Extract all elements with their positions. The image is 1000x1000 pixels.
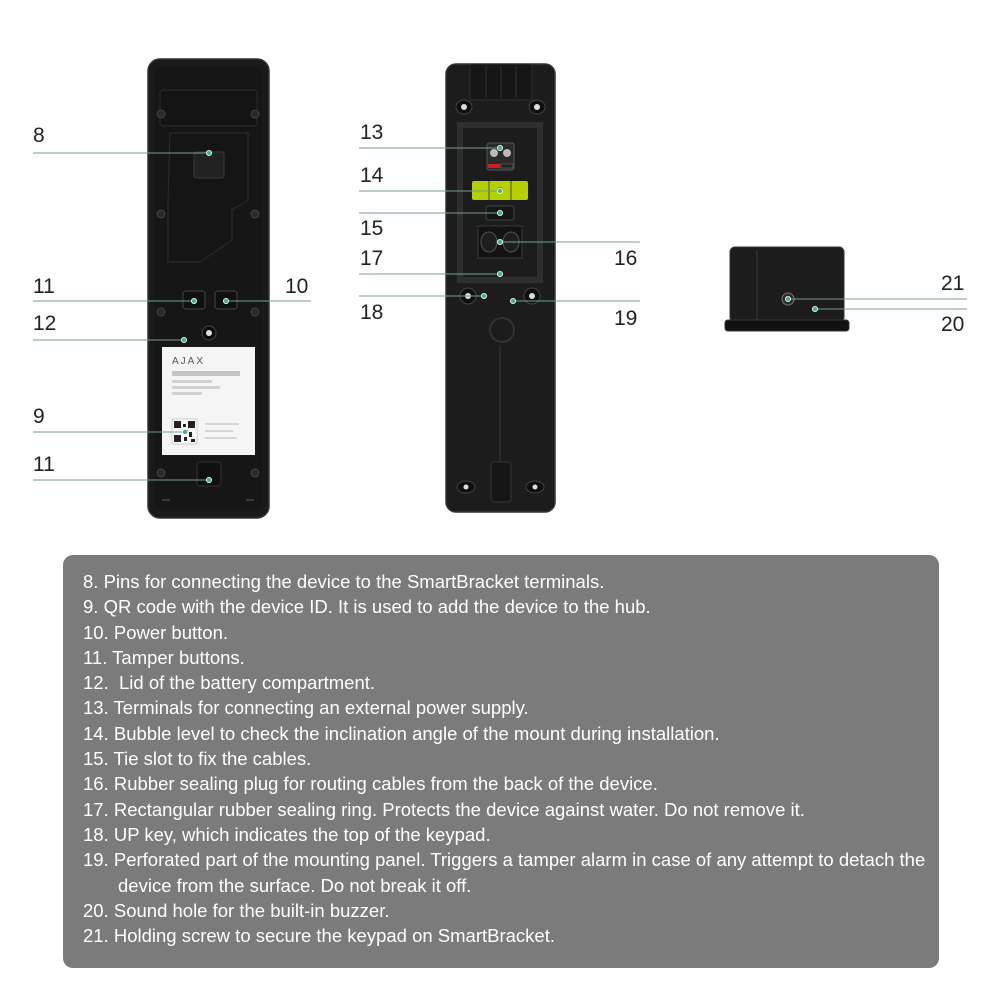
callout-16: 16 [614,247,638,270]
legend-item-9: 9. QR code with the device ID. It is use… [83,596,651,618]
keypad-back-view: AJAX [147,58,270,519]
legend-item-15: 15. Tie slot to fix the cables. [83,748,312,770]
callout-11-top: 11 [33,275,55,298]
callout-19: 19 [614,307,638,330]
leader-lines [33,147,967,481]
callout-21: 21 [941,272,965,295]
smartbracket-view [445,63,556,513]
callout-dots [180,144,819,483]
legend-item-16: 16. Rubber sealing plug for routing cabl… [83,773,658,795]
callout-10: 10 [285,275,309,298]
callout-8: 8 [33,124,45,147]
legend-item-17: 17. Rectangular rubber sealing ring. Pro… [83,798,805,820]
device-diagram: AJAX [33,58,967,519]
legend-item-18: 18. UP key, which indicates the top of t… [83,823,491,845]
callout-20: 20 [941,313,965,336]
callout-13: 13 [360,121,384,144]
callout-9: 9 [33,405,45,428]
legend-list: 8. Pins for connecting the device to the… [83,569,939,948]
callout-17: 17 [360,247,384,270]
keypad-bottom-view [724,246,850,332]
callout-18: 18 [360,301,384,324]
callout-12: 12 [33,312,57,335]
legend-panel: 8. Pins for connecting the device to the… [63,555,939,968]
callout-15: 15 [360,217,384,240]
brand-logo: AJAX [172,356,205,367]
legend-item-19: 19. Perforated part of the mounting pane… [83,849,931,896]
callout-14: 14 [360,164,384,187]
legend-item-13: 13. Terminals for connecting an external… [83,697,529,719]
callout-11-bottom: 11 [33,453,55,476]
legend-item-12: 12. Lid of the battery compartment. [83,672,376,694]
legend-item-21: 21. Holding screw to secure the keypad o… [83,925,555,947]
legend-item-8: 8. Pins for connecting the device to the… [83,571,605,592]
legend-item-11: 11. Tamper buttons. [83,646,245,668]
legend-item-20: 20. Sound hole for the built-in buzzer. [83,899,390,921]
legend-item-14: 14. Bubble level to check the inclinatio… [83,722,720,744]
legend-item-10: 10. Power button. [83,621,229,643]
